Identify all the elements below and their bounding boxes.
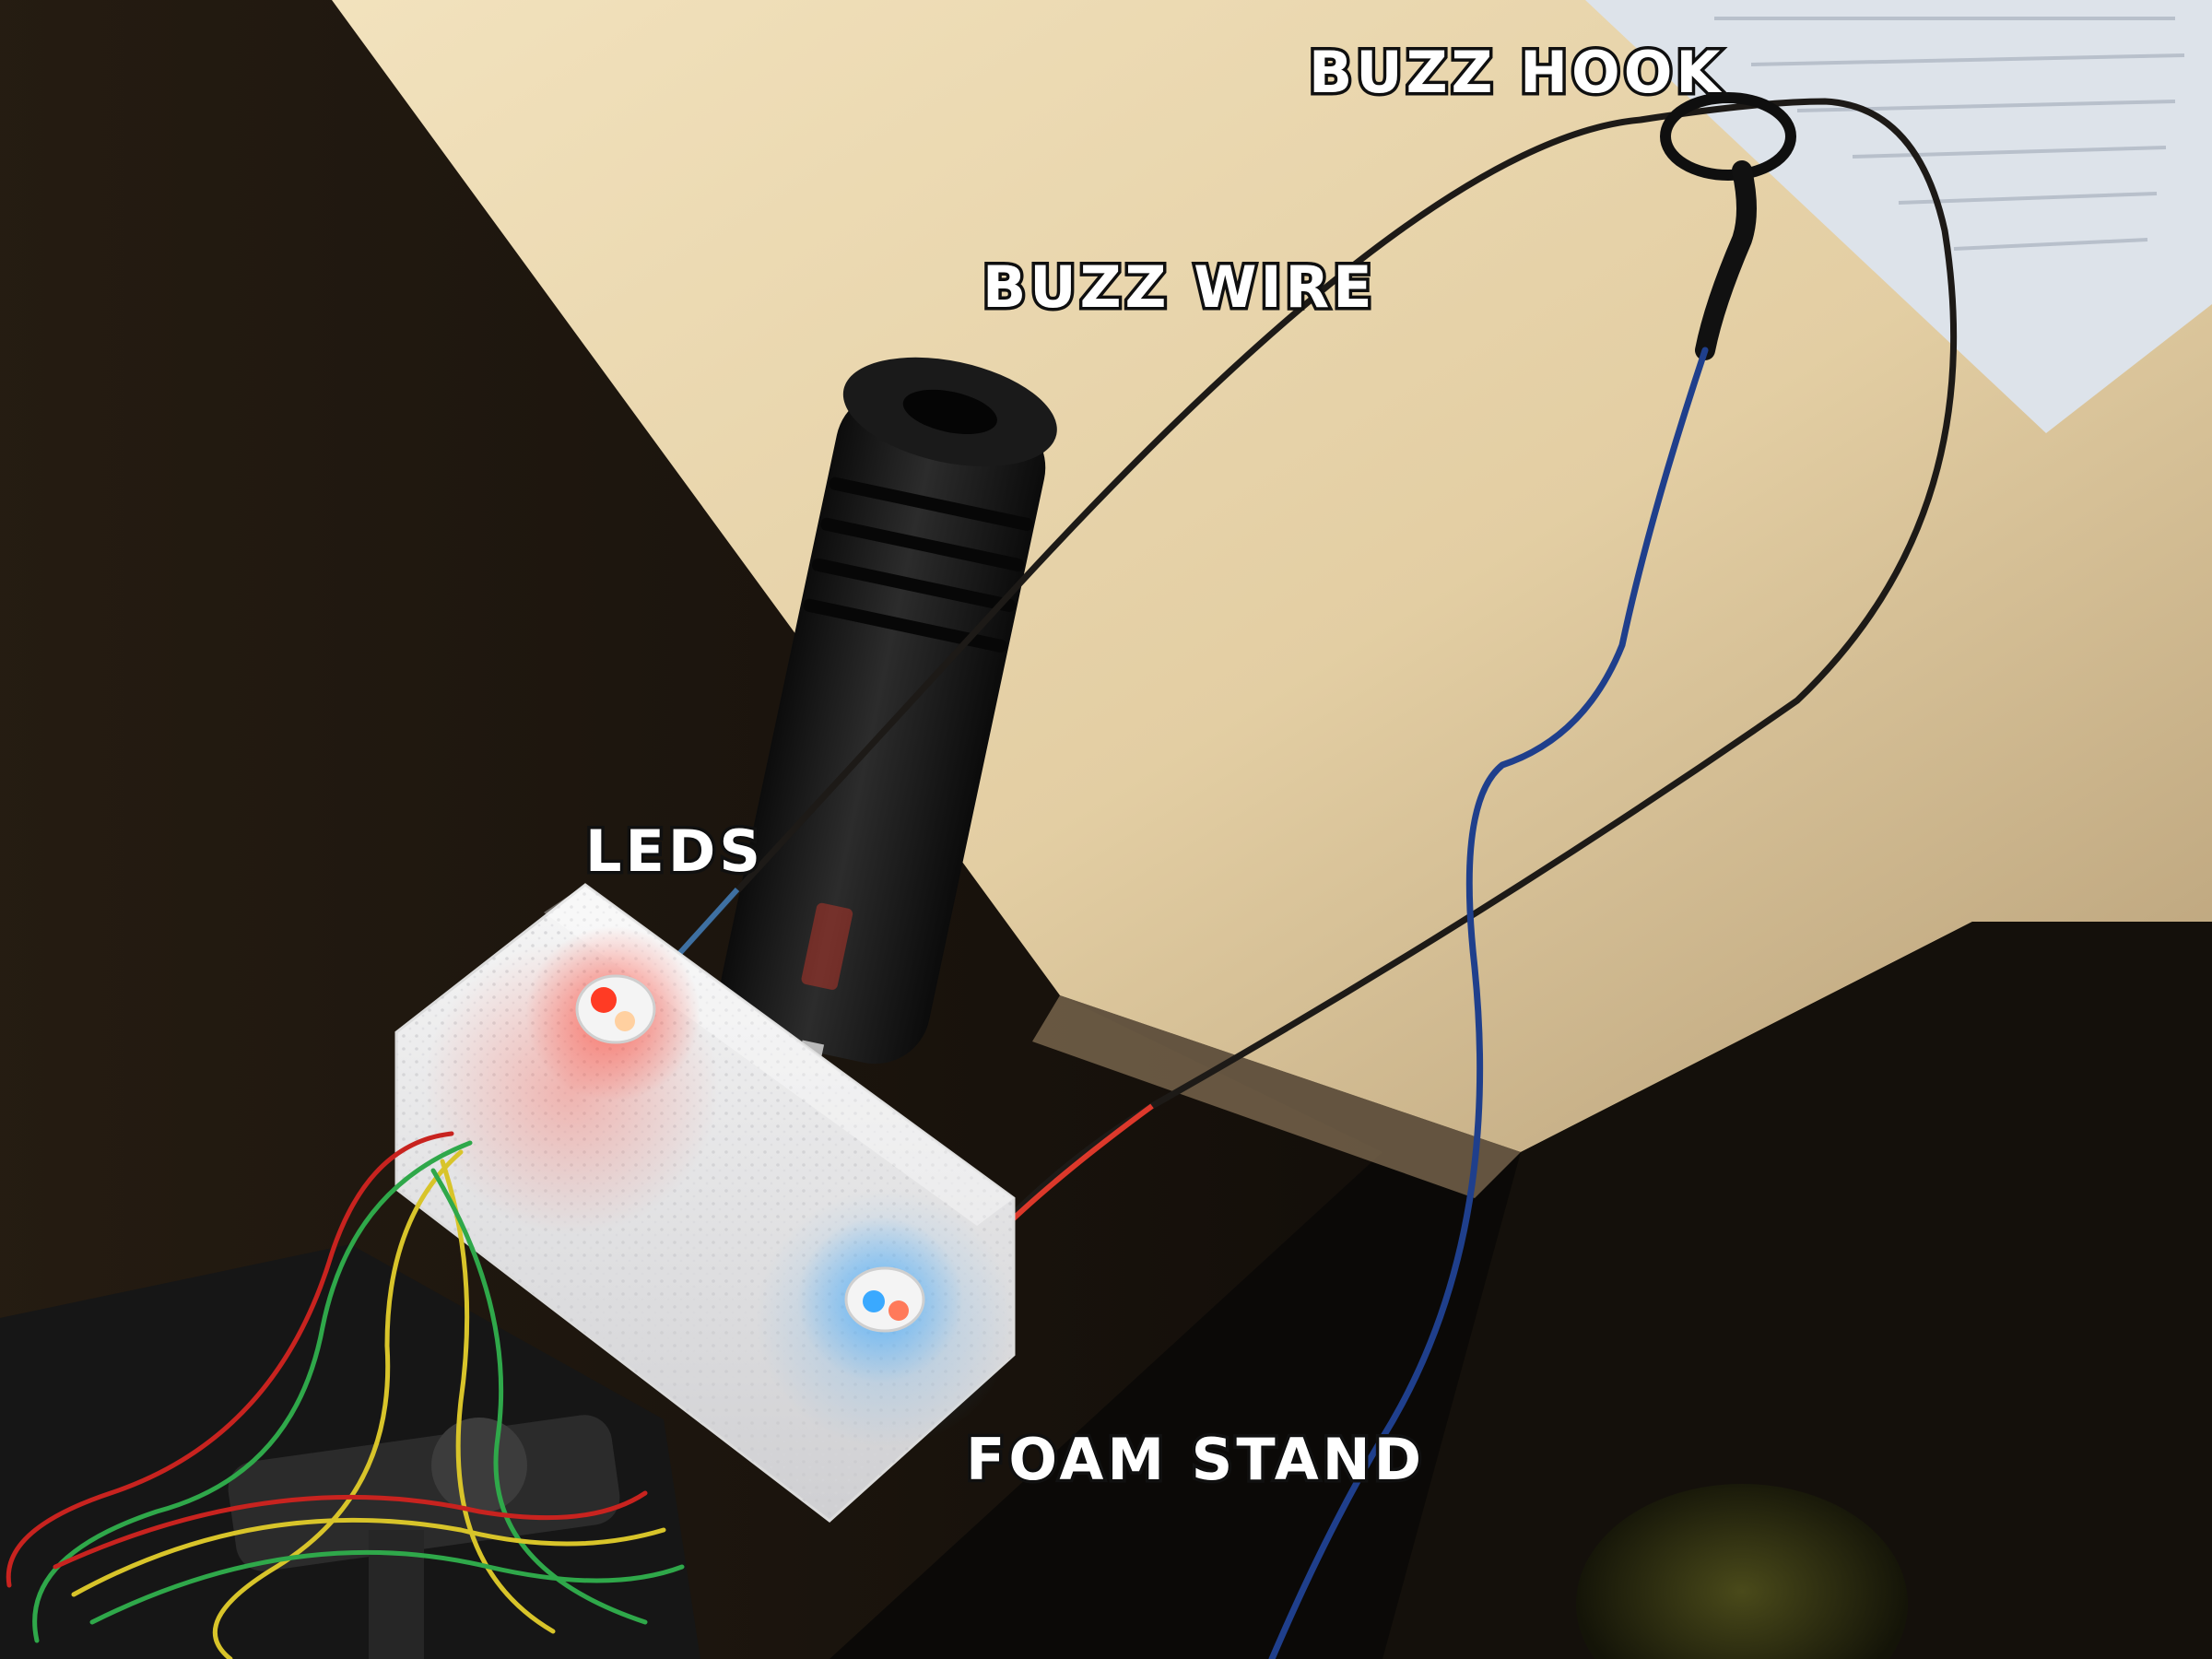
battery-holder: [0, 1244, 700, 1659]
lit-wall: [332, 0, 2212, 1152]
led-bottom: [797, 1217, 963, 1382]
dark-wall: [0, 0, 1382, 1659]
blue-lead-wire: [1268, 347, 1709, 1659]
ball: [1576, 1484, 1908, 1659]
buzz-hook-label: BUZZ HOOK: [1305, 39, 1724, 106]
led-top: [525, 926, 700, 1101]
colored-wires: [6, 1131, 685, 1659]
leds-label: LEDS: [582, 818, 764, 885]
foam-stand-label: FOAM STAND: [962, 1426, 1426, 1493]
buzz-wire-label: BUZZ WIRE: [980, 253, 1376, 321]
buzz-hook: [1660, 92, 1796, 360]
wall-edge: [1032, 995, 1521, 1198]
